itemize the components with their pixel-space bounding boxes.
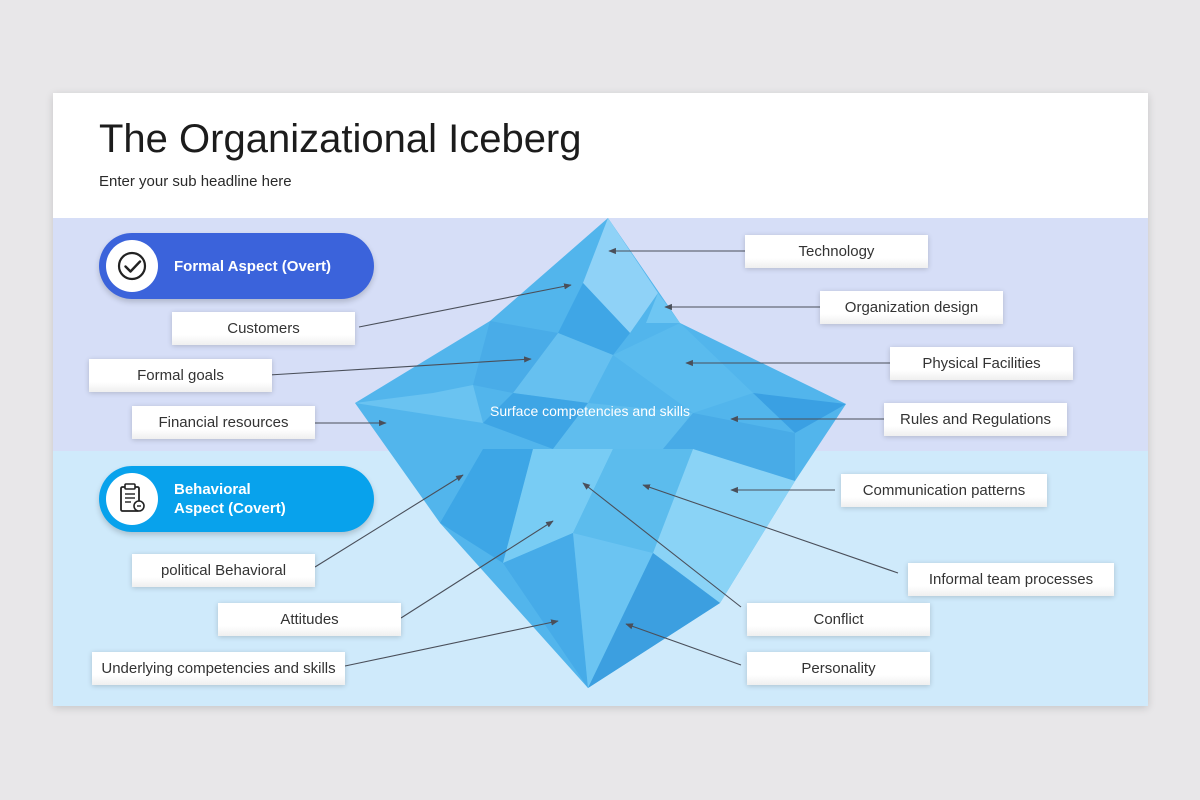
formal-aspect-label: Formal Aspect (Overt) — [174, 257, 331, 275]
label-box-technology: Technology — [745, 235, 928, 268]
behavioral-aspect-pill: Behavioral Aspect (Covert) — [99, 466, 374, 532]
surface-label: Surface competencies and skills — [490, 403, 690, 419]
check-circle-icon — [106, 240, 158, 292]
label-box-financial-resources: Financial resources — [132, 406, 315, 439]
page-title: The Organizational Iceberg — [99, 117, 582, 161]
label-box-informal-team-processes: Informal team processes — [908, 563, 1114, 596]
behavioral-aspect-label-line1: Behavioral — [174, 481, 251, 498]
iceberg-shape — [355, 218, 846, 688]
label-box-customers: Customers — [172, 312, 355, 345]
label-box-conflict: Conflict — [747, 603, 930, 636]
formal-aspect-pill: Formal Aspect (Overt) — [99, 233, 374, 299]
slide: The Organizational Iceberg Enter your su… — [53, 93, 1148, 706]
label-box-formal-goals: Formal goals — [89, 359, 272, 392]
iceberg-diagram — [268, 218, 899, 688]
page-subtitle: Enter your sub headline here — [99, 173, 292, 190]
behavioral-aspect-label-line2: Aspect (Covert) — [174, 500, 286, 517]
document-icon — [106, 473, 158, 525]
connector-arrows — [268, 247, 899, 667]
label-box-organization-design: Organization design — [820, 291, 1003, 324]
label-box-attitudes: Attitudes — [218, 603, 401, 636]
label-box-political-behavioral: political Behavioral — [132, 554, 315, 587]
label-box-communication-patterns: Communication patterns — [841, 474, 1047, 507]
label-box-rules-and-regulations: Rules and Regulations — [884, 403, 1067, 436]
label-box-personality: Personality — [747, 652, 930, 685]
label-box-underlying-competencies: Underlying competencies and skills — [92, 652, 345, 685]
label-box-physical-facilities: Physical Facilities — [890, 347, 1073, 380]
